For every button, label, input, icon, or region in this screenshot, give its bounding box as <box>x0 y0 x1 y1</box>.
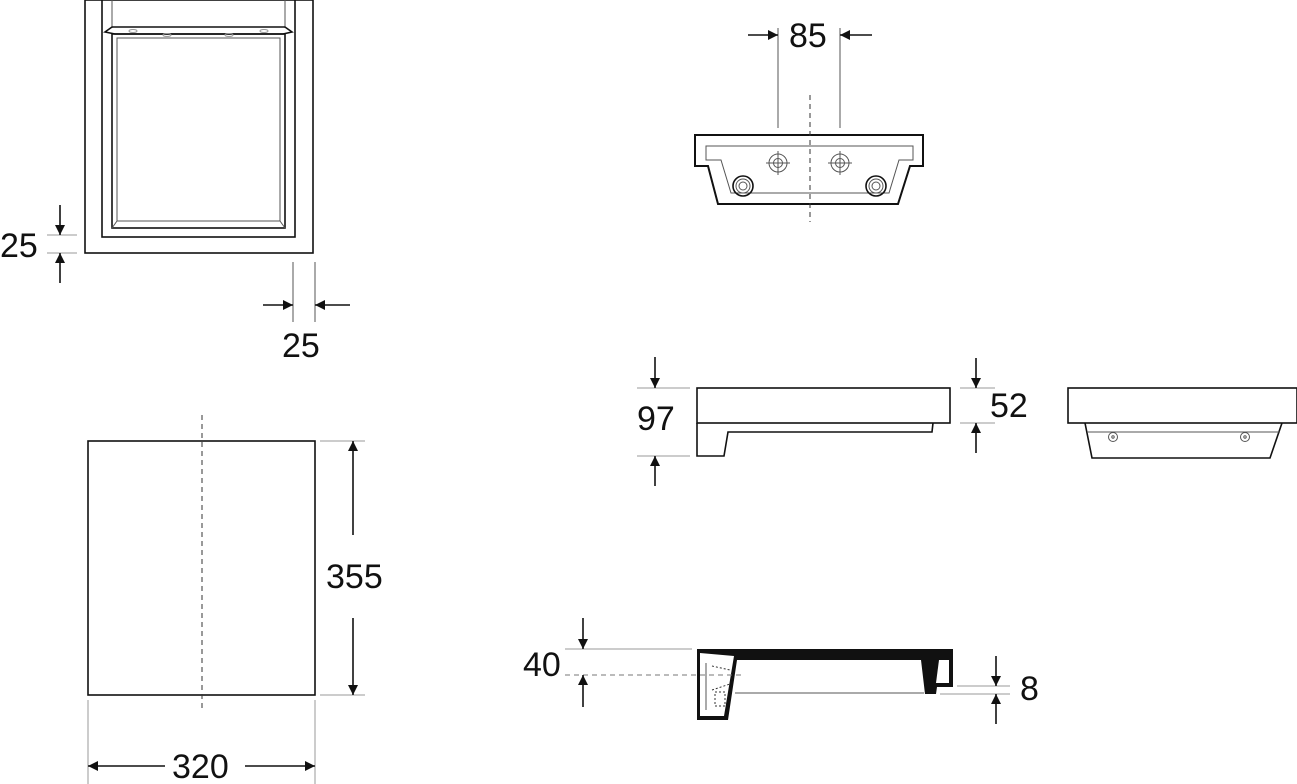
dim-label: 40 <box>523 646 561 684</box>
dim-label: 25 <box>282 327 320 365</box>
dim-label: 97 <box>637 400 675 438</box>
mounting-hole-icon <box>128 29 138 33</box>
dim-label: 52 <box>990 387 1028 425</box>
plan-view <box>87 415 316 712</box>
dim-lip-height: 8 <box>940 656 1039 724</box>
rear-view <box>694 95 924 222</box>
side-view <box>696 387 951 457</box>
dim-depth: 355 <box>320 440 383 696</box>
mounting-hole-icon <box>1240 432 1250 442</box>
dim-basin-height: 52 <box>960 358 1028 453</box>
dim-hole-spacing: 85 <box>748 17 872 128</box>
bolt-icon <box>732 175 754 197</box>
bolt-icon <box>865 175 887 197</box>
dim-top-view-side-margin: 25 <box>263 262 350 365</box>
dim-label: 85 <box>789 17 827 55</box>
dim-rim-depth: 40 <box>523 618 742 707</box>
dim-top-view-bottom-margin: 25 <box>0 205 77 283</box>
mounting-hole-icon <box>162 33 172 37</box>
mounting-hole-icon <box>259 29 269 33</box>
mounting-hole-icon <box>766 151 790 175</box>
mounting-hole-icon <box>828 151 852 175</box>
dim-total-height: 97 <box>637 357 690 486</box>
front-view <box>1067 387 1297 459</box>
dim-label: 8 <box>1020 670 1039 708</box>
dim-width: 320 <box>87 700 316 784</box>
mounting-hole-icon <box>224 33 234 37</box>
dim-label: 320 <box>172 748 229 784</box>
dim-label: 25 <box>0 227 38 265</box>
section-view <box>697 649 953 720</box>
dim-label: 355 <box>326 558 383 596</box>
mounting-hole-icon <box>1108 432 1118 442</box>
top-view <box>84 0 314 254</box>
